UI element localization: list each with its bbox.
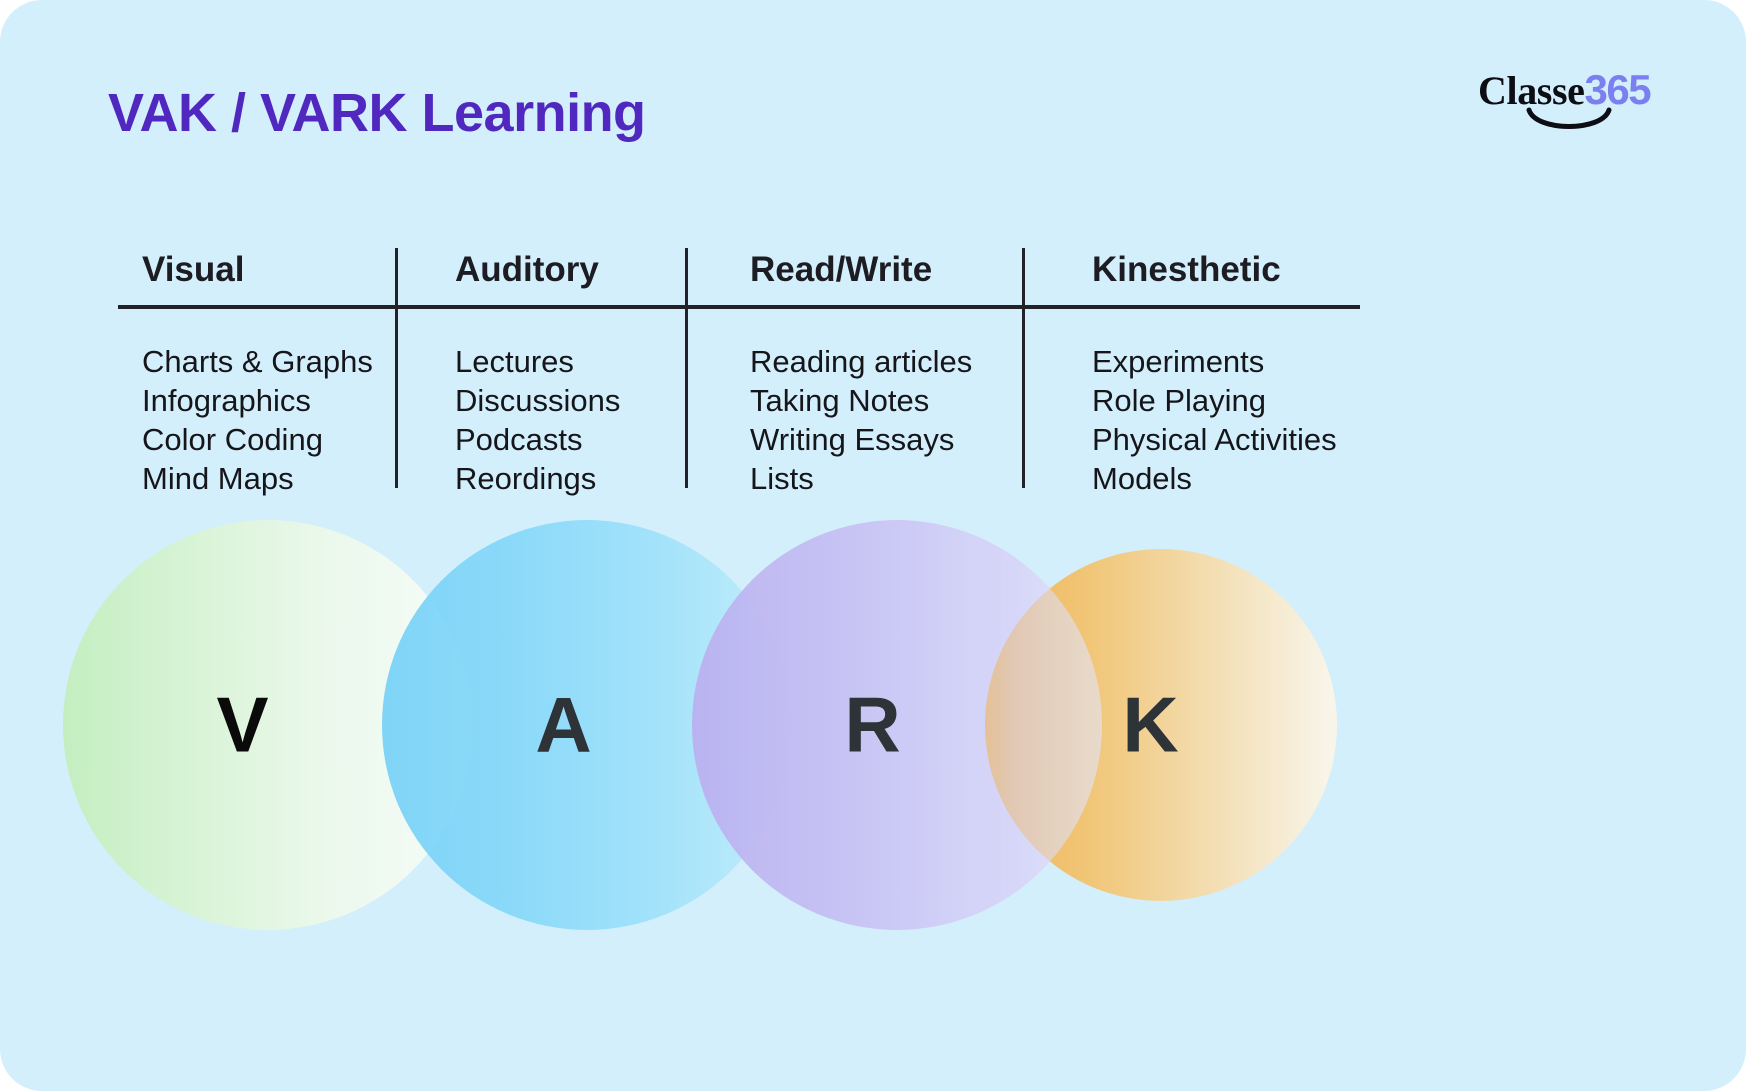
list-item: Lectures: [455, 344, 574, 379]
smile-curve-icon: [1526, 107, 1612, 129]
list-item: Charts & Graphs: [142, 344, 373, 379]
list-item: Taking Notes: [750, 383, 930, 418]
list-item: Writing Essays: [750, 422, 955, 457]
column-header-kinesthetic: Kinesthetic: [1092, 250, 1281, 289]
header-underline: [118, 305, 1360, 309]
list-item: Role Playing: [1092, 383, 1267, 418]
column-list-kinesthetic: Experiments Role Playing Physical Activi…: [1092, 342, 1360, 498]
column-header-auditory: Auditory: [455, 250, 599, 289]
list-item: Lists: [750, 461, 814, 496]
list-item: Mind Maps: [142, 461, 294, 496]
column-list-read-write: Reading articles Taking Notes Writing Es…: [750, 342, 1022, 498]
list-item: Models: [1092, 461, 1192, 496]
column-read-write: Read/Write Reading articles Taking Notes…: [685, 248, 1022, 498]
logo-365-text: 365: [1584, 66, 1652, 113]
column-visual: Visual Charts & Graphs Infographics Colo…: [118, 248, 395, 498]
learning-styles-table: Visual Charts & Graphs Infographics Colo…: [118, 248, 1360, 498]
circle-letter-k: K: [1122, 680, 1180, 769]
column-list-auditory: Lectures Discussions Podcasts Reordings: [455, 342, 685, 498]
list-item: Infographics: [142, 383, 311, 418]
list-item: Reading articles: [750, 344, 973, 379]
column-header-read-write: Read/Write: [750, 250, 933, 289]
column-list-visual: Charts & Graphs Infographics Color Codin…: [142, 342, 395, 498]
list-item: Physical Activities: [1092, 422, 1337, 457]
list-item: Podcasts: [455, 422, 583, 457]
column-auditory: Auditory Lectures Discussions Podcasts R…: [395, 248, 685, 498]
list-item: Color Coding: [142, 422, 323, 457]
logo-wordmark: Classe365: [1478, 66, 1652, 114]
list-item: Experiments: [1092, 344, 1265, 379]
logo-classe-text: Classe: [1478, 68, 1585, 113]
page-title: VAK / VARK Learning: [108, 83, 646, 143]
list-item: Reordings: [455, 461, 597, 496]
list-item: Discussions: [455, 383, 621, 418]
vark-circles-diagram: V A R K: [0, 520, 1746, 940]
circle-letter-a: A: [535, 680, 593, 769]
column-header-visual: Visual: [142, 250, 245, 289]
brand-logo: Classe365: [1478, 66, 1688, 140]
column-kinesthetic: Kinesthetic Experiments Role Playing Phy…: [1022, 248, 1360, 498]
circle-letter-v: V: [216, 680, 270, 769]
circle-kinesthetic: K: [985, 549, 1337, 901]
